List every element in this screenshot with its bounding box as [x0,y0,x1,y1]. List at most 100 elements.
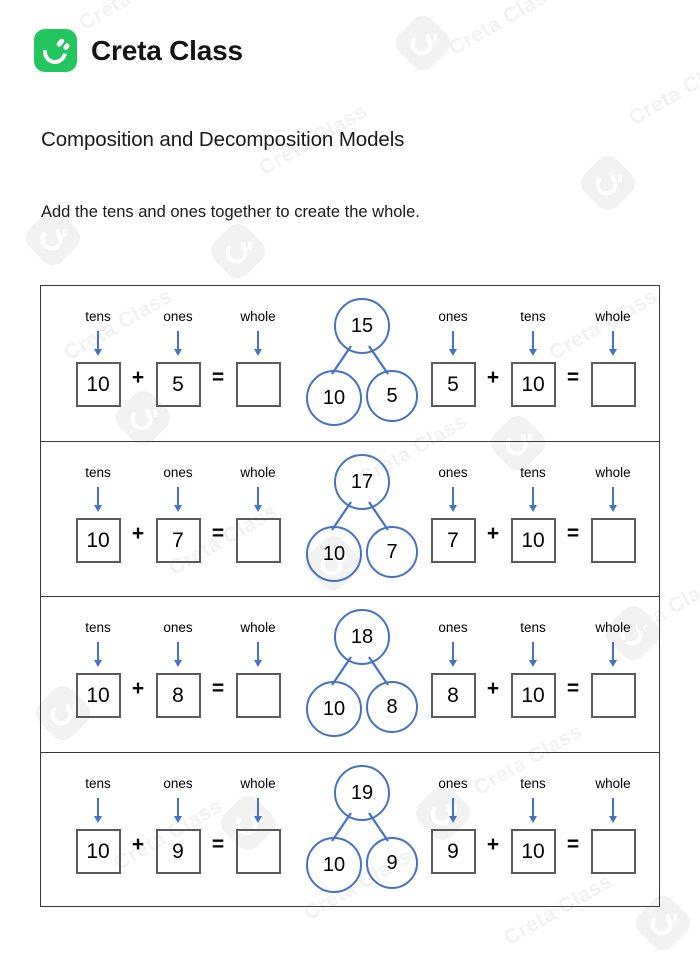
equals-sign: = [566,832,580,856]
down-arrow-icon [94,486,103,513]
equation-right: ones 7 + tens 10 = whole [426,464,640,563]
down-arrow-icon [449,642,458,668]
term-label: tens [520,464,546,480]
creta-class-logo-icon [34,29,77,72]
value-box[interactable]: 10 [510,673,556,718]
term-label: tens [520,309,546,324]
problem-row: tens 10 + ones 5 = whole [41,286,659,442]
bond-part-node: 7 [366,525,418,578]
term-ones: ones 5 [426,310,480,407]
term-label: whole [240,464,276,480]
down-arrow-icon [529,642,538,668]
value-box[interactable]: 9 [155,828,201,874]
answer-box[interactable] [590,517,636,563]
instructions-text: Add the tens and ones together to create… [41,203,420,221]
term-ones: ones 8 [426,621,480,718]
term-whole: whole [586,776,640,874]
down-arrow-icon [529,797,538,824]
term-label: whole [240,309,276,324]
term-label: whole [240,620,276,635]
answer-box[interactable] [590,673,636,718]
term-whole: whole [231,621,285,718]
number-bond: 17 10 7 [294,452,424,587]
down-arrow-icon [254,642,263,668]
answer-box[interactable] [235,362,281,407]
number-bond: 18 10 8 [294,607,424,742]
term-ones: ones 9 [151,775,205,874]
plus-sign: + [486,521,500,545]
problem-table: tens 10 + ones 5 = whole [40,285,660,907]
term-whole: whole [231,310,285,407]
bond-part-node: 5 [366,370,418,422]
term-label: ones [163,620,193,635]
equals-sign: = [211,832,225,856]
value-box[interactable]: 10 [510,517,556,563]
term-label: whole [595,309,631,324]
term-ones: ones 9 [426,775,480,874]
term-label: ones [438,775,468,791]
value-box[interactable]: 10 [510,828,556,874]
problem-row: tens 10 + ones 8 = whole [41,597,659,753]
term-label: tens [85,309,111,324]
value-box[interactable]: 10 [75,517,121,563]
bond-part-node: 9 [366,836,418,889]
value-box[interactable]: 5 [430,362,476,407]
equation-left: tens 10 + ones 7 = whole [71,464,285,563]
equation-left: tens 10 + ones 8 = whole [71,621,285,718]
answer-box[interactable] [590,828,636,874]
down-arrow-icon [174,331,183,357]
term-tens: tens 10 [506,621,560,718]
down-arrow-icon [174,797,183,824]
value-box[interactable]: 10 [75,362,121,407]
answer-box[interactable] [590,362,636,407]
down-arrow-icon [449,797,458,824]
term-tens: tens 10 [71,775,125,874]
term-tens: tens 10 [506,464,560,563]
problem-row: tens 10 + ones 9 = whole [41,753,659,909]
term-label: tens [520,620,546,635]
value-box[interactable]: 8 [155,673,201,718]
term-tens: tens 10 [71,621,125,718]
value-box[interactable]: 5 [155,362,201,407]
down-arrow-icon [609,331,618,357]
brand-name: Creta Class [91,34,243,66]
answer-box[interactable] [235,673,281,718]
plus-sign: + [131,521,145,545]
term-label: ones [438,464,468,480]
term-label: whole [240,775,276,791]
value-box[interactable]: 10 [75,673,121,718]
watermark-text: Creta Class [445,0,562,60]
logo-ring-shape [38,35,72,69]
term-tens: tens 10 [71,310,125,407]
bond-whole-node: 18 [334,609,390,665]
term-ones: ones 5 [151,310,205,407]
term-label: ones [438,309,468,324]
problem-row: tens 10 + ones 7 = whole [41,442,659,597]
plus-sign: + [486,832,500,856]
term-label: ones [163,775,193,791]
answer-box[interactable] [235,828,281,874]
value-box[interactable]: 7 [155,517,201,563]
watermark-logo-icon [205,218,271,284]
down-arrow-icon [254,331,263,357]
value-box[interactable]: 10 [510,362,556,407]
equation-left: tens 10 + ones 9 = whole [71,775,285,874]
answer-box[interactable] [235,517,281,563]
term-label: tens [520,775,546,791]
value-box[interactable]: 10 [75,828,121,874]
term-label: ones [163,309,193,324]
bond-part-node: 8 [366,681,418,733]
equals-sign: = [566,366,580,389]
down-arrow-icon [254,797,263,824]
value-box[interactable]: 9 [430,828,476,874]
value-box[interactable]: 8 [430,673,476,718]
term-tens: tens 10 [506,310,560,407]
term-ones: ones 7 [426,464,480,563]
down-arrow-icon [609,642,618,668]
value-box[interactable]: 7 [430,517,476,563]
equation-right: ones 5 + tens 10 = whole [426,310,640,407]
equals-sign: = [566,677,580,700]
number-bond: 19 10 9 [294,763,424,898]
watermark-logo-icon [575,150,641,216]
term-label: tens [85,775,111,791]
